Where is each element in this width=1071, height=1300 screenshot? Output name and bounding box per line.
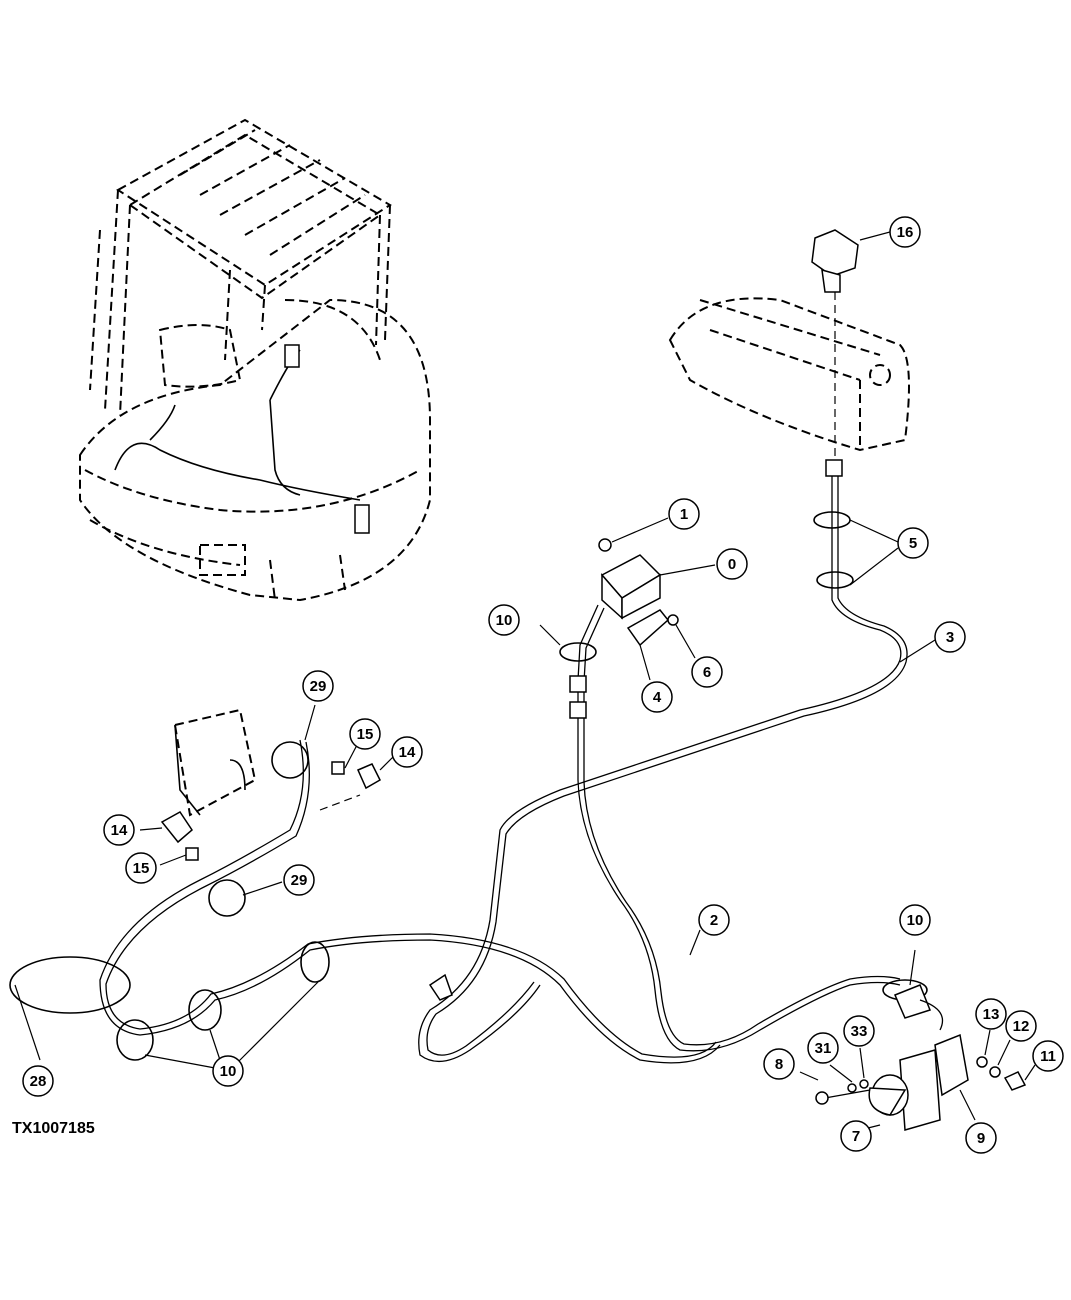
callout-label: 7: [852, 1128, 860, 1145]
callout-label: 14: [399, 744, 416, 761]
callout: 14: [391, 736, 423, 768]
callout: 13: [975, 998, 1007, 1030]
callout: 11: [1032, 1040, 1064, 1072]
callout-label: 5: [909, 535, 917, 552]
callout: 5: [897, 527, 929, 559]
harness-left: [9, 704, 721, 1069]
callouts: 16 1 0 5 10 3 6 4 29 15 14 14 15 29 2 10…: [22, 216, 1064, 1154]
callout: 0: [716, 548, 748, 580]
callout: 10: [899, 904, 931, 936]
callout-label: 2: [710, 912, 718, 929]
callout: 16: [889, 216, 921, 248]
callout-label: 10: [907, 912, 924, 929]
callout-label: 8: [775, 1056, 783, 1073]
callout-label: 29: [310, 678, 327, 695]
callout-label: 16: [897, 224, 914, 241]
callout: 29: [302, 670, 334, 702]
callout: 2: [698, 904, 730, 936]
callout: 29: [283, 864, 315, 896]
callout: 9: [965, 1122, 997, 1154]
callout: 10: [488, 604, 520, 636]
machine-outline: [79, 118, 431, 602]
callout-label: 14: [111, 822, 128, 839]
callout-label: 0: [728, 556, 736, 573]
callout-label: 12: [1013, 1018, 1030, 1035]
callout-label: 11: [1040, 1048, 1056, 1065]
sensor-cluster: [428, 929, 1036, 1131]
relay-part: [539, 517, 901, 1052]
callout: 4: [641, 681, 673, 713]
switch-part: [811, 229, 891, 460]
callout-label: 29: [291, 872, 308, 889]
callout-label: 13: [983, 1006, 1000, 1023]
callout-label: 15: [357, 726, 374, 743]
callout-label: 31: [815, 1040, 832, 1057]
console-outline: [668, 297, 910, 452]
callout: 7: [840, 1120, 872, 1152]
callout: 10: [212, 1055, 244, 1087]
callout-label: 3: [946, 629, 954, 646]
callout: 28: [22, 1065, 54, 1097]
callout: 6: [691, 656, 723, 688]
callout: 14: [103, 814, 135, 846]
harness-3: [418, 459, 936, 1062]
callout-label: 4: [653, 689, 662, 706]
callout-label: 9: [977, 1130, 985, 1147]
callout-label: 10: [220, 1063, 237, 1080]
callout: 33: [843, 1015, 875, 1047]
callout: 31: [807, 1032, 839, 1064]
callout: 3: [934, 621, 966, 653]
callout-label: 10: [496, 612, 513, 629]
callout: 15: [125, 852, 157, 884]
callout-label: 6: [703, 664, 711, 681]
callout: 12: [1005, 1010, 1037, 1042]
callout-label: 28: [30, 1073, 47, 1090]
callout-label: 1: [680, 506, 688, 523]
callout: 15: [349, 718, 381, 750]
figure-code: TX1007185: [12, 1120, 95, 1137]
callout-label: 15: [133, 860, 150, 877]
callout: 8: [763, 1048, 795, 1080]
callout-label: 33: [851, 1023, 868, 1040]
callout: 1: [668, 498, 700, 530]
